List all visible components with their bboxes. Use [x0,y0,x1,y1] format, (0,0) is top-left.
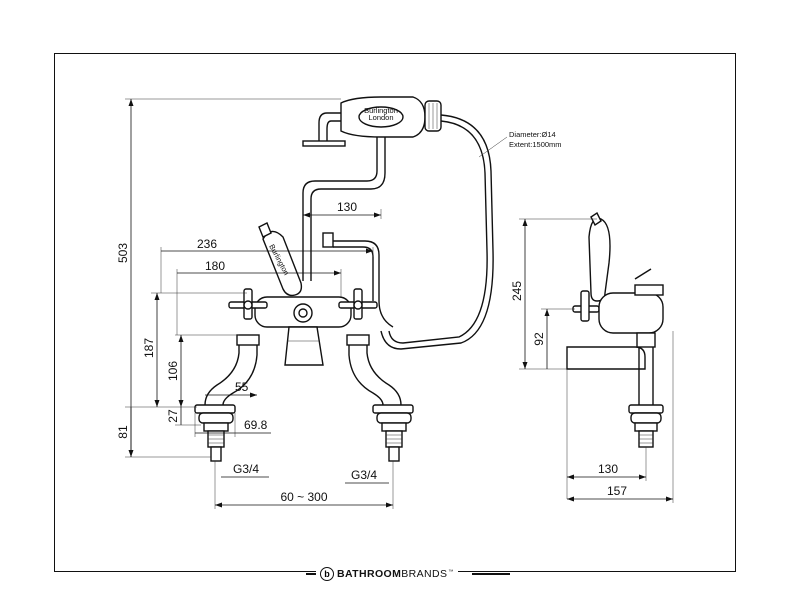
dim-81: 81 [116,425,130,439]
side-dimensions: 245 92 130 157 [510,218,674,503]
dim-g34-left: G3/4 [233,462,259,476]
dim-157: 157 [607,484,627,498]
brand-name-light: BRANDS [401,568,448,580]
footer-rule-right [472,573,510,575]
dim-130-top: 130 [337,200,357,214]
dim-187: 187 [142,338,156,358]
brand-logo: b BATHROOMBRANDS™ [316,564,458,584]
cross-handle-left [228,288,268,320]
brand-tm: ™ [448,568,454,575]
hose-extent-note: Extent:1500mm [509,140,562,149]
tap-body [254,296,352,366]
dim-180: 180 [205,259,225,273]
dim-106: 106 [166,361,180,381]
front-dimensions: 503 187 106 81 27 [116,98,562,509]
leg-right [346,334,414,462]
dim-55: 55 [235,380,249,394]
footer: b BATHROOMBRANDS™ [0,562,792,584]
drawing-frame: Burlington London Burlington [54,53,736,572]
diverter-lever: Burlington [258,222,303,297]
dim-236: 236 [197,237,217,251]
technical-drawing: Burlington London Burlington [116,96,674,509]
handset-label-2: London [368,113,393,122]
brand-name-bold: BATHROOM [337,568,402,580]
dim-spacing: 60 ~ 300 [280,490,327,504]
cross-handle-right [338,288,378,320]
hose-diameter-note: Diameter:Ø14 [509,130,556,139]
leg-left [194,334,260,462]
brand-name: BATHROOMBRANDS™ [337,568,454,580]
handset-shower: Burlington London [302,96,442,147]
side-view: 245 92 130 157 [510,211,674,503]
dim-27: 27 [166,409,180,423]
dim-130-side: 130 [598,462,618,476]
front-view: Burlington London Burlington [116,96,562,509]
dim-92: 92 [532,332,546,346]
dim-69-8: 69.8 [244,418,268,432]
handset-label-1: Burlington [364,106,398,115]
brand-mark-icon: b [320,567,334,581]
dim-g34-right: G3/4 [351,468,377,482]
footer-rule-left [306,573,316,575]
shower-hose [380,114,494,350]
dim-245: 245 [510,281,524,301]
dim-503: 503 [116,243,130,263]
